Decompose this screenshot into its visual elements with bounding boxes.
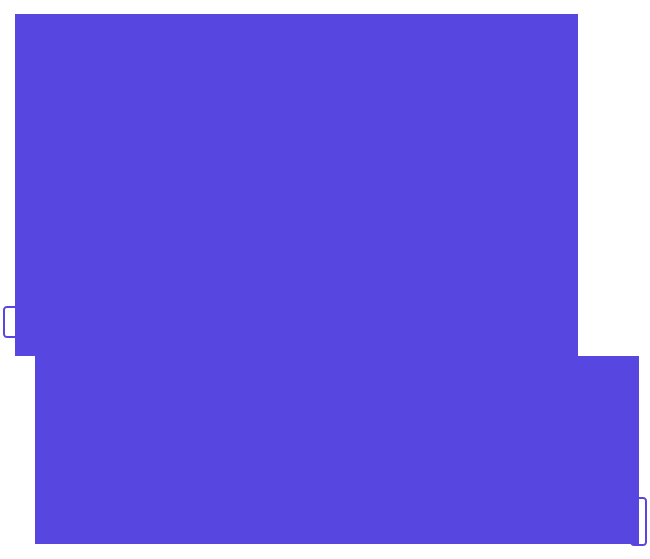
bottom-panel [35,356,639,544]
top-panel [15,14,578,356]
